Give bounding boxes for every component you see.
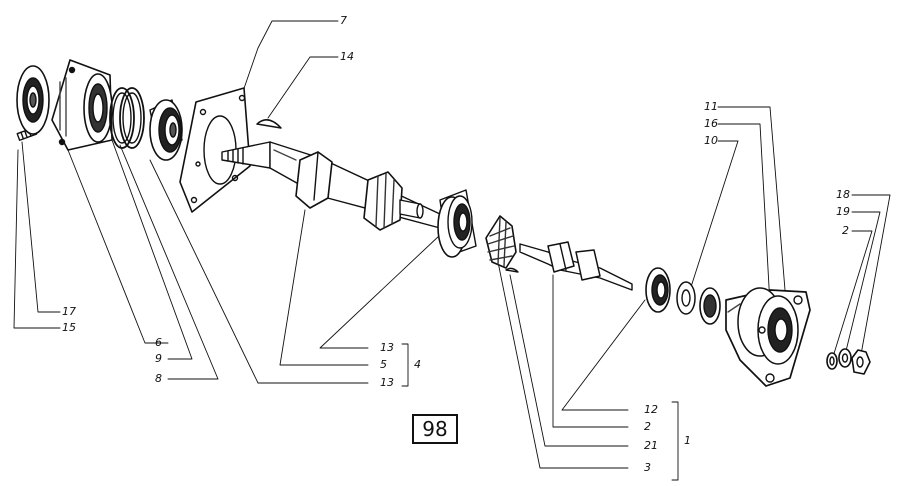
callout-19: 19	[836, 205, 850, 218]
housing	[725, 287, 811, 387]
callout-9: 9	[155, 352, 162, 365]
bearing-mid-left	[149, 99, 183, 161]
bearing-shaft-end	[437, 189, 477, 258]
leader-lines	[13, 20, 891, 481]
washer-flat	[838, 348, 852, 368]
callout-21: 21	[644, 439, 658, 452]
callout-5: 5	[380, 358, 387, 371]
callout-12: 12	[644, 403, 658, 416]
washer-spring	[826, 352, 838, 370]
key-part-21	[505, 267, 519, 273]
callout-16: 16	[704, 117, 718, 130]
callout-10: 10	[704, 134, 718, 147]
nut	[851, 349, 871, 375]
flange-cover	[51, 59, 113, 151]
callout-3: 3	[644, 461, 651, 474]
group-label-4: 4	[414, 358, 421, 371]
key-part-14	[256, 119, 282, 129]
seal-part-16	[699, 287, 721, 325]
callout-7: 7	[340, 14, 347, 27]
figure-number-box: 98	[412, 414, 458, 444]
group-label-1: 1	[684, 434, 691, 447]
bearing-small-right	[645, 267, 671, 313]
main-shaft	[221, 141, 441, 231]
callout-2-right: 2	[842, 224, 849, 237]
callout-13-top: 13	[380, 341, 394, 354]
callout-2-bottom: 2	[644, 420, 651, 433]
callout-14: 14	[340, 50, 354, 63]
callout-11: 11	[704, 100, 718, 113]
callout-15: 15	[62, 321, 76, 334]
bevel-gear	[485, 215, 517, 269]
bearing-left	[16, 65, 50, 135]
callout-17: 17	[62, 305, 76, 318]
callout-8: 8	[155, 372, 162, 385]
gasket-ring	[676, 281, 696, 315]
shim-rings	[109, 87, 145, 149]
figure-number: 98	[422, 417, 448, 441]
drive-shaft	[519, 241, 633, 291]
callout-13-bottom: 13	[380, 376, 394, 389]
callout-6: 6	[155, 336, 162, 349]
callout-18: 18	[836, 188, 850, 201]
